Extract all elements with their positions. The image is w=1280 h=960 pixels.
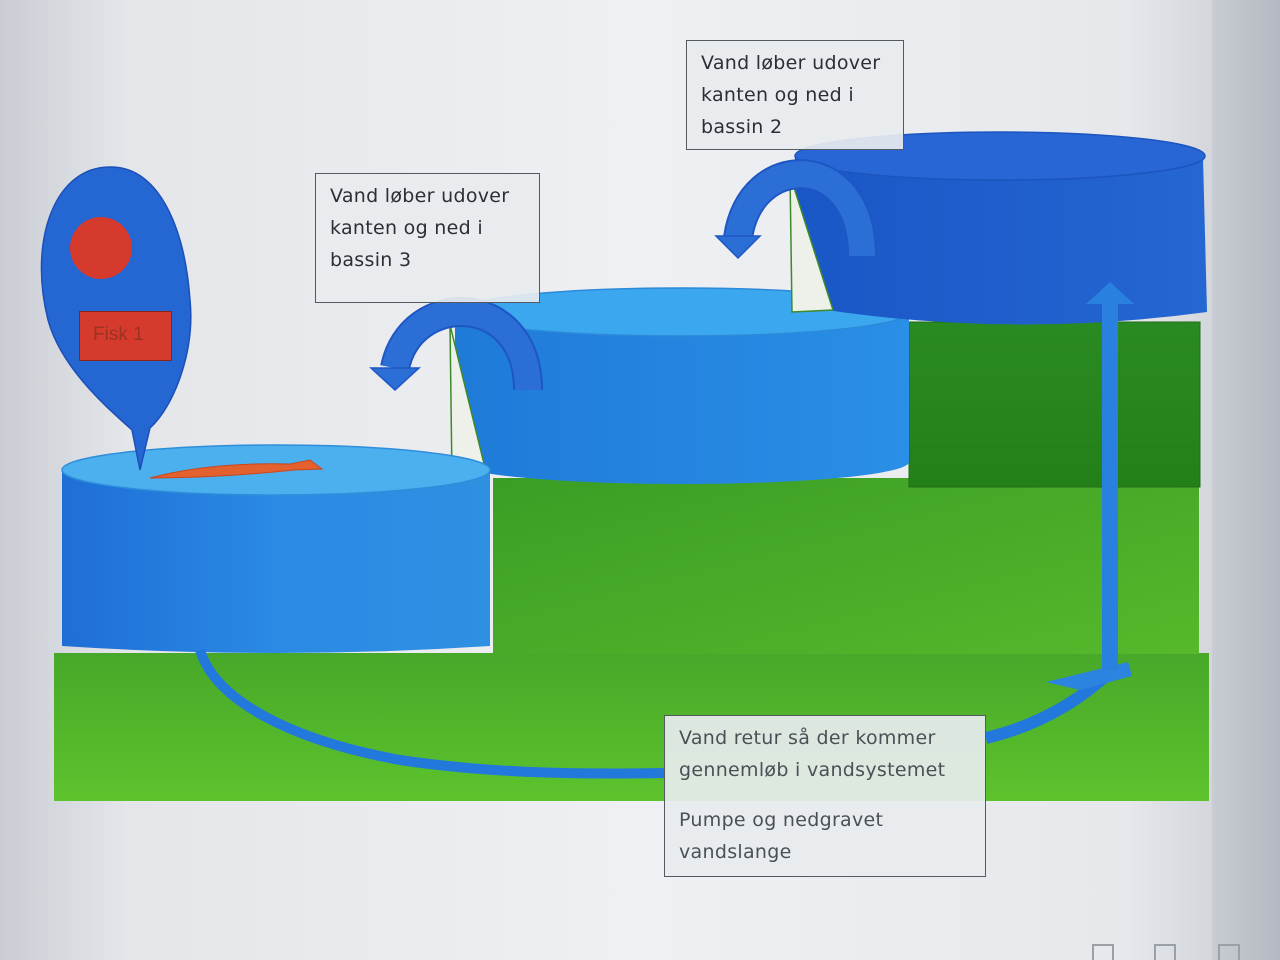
waterfall-1	[789, 174, 835, 313]
fish-icon	[149, 459, 324, 479]
ground-middle-step	[493, 478, 1199, 654]
callout-text-pump: Pumpe og nedgravet vandslange	[679, 809, 884, 863]
callout-text-return: Vand retur så der kommer gennemløb i van…	[679, 727, 946, 781]
callout-return-pump: Vand retur så der kommer gennemløb i van…	[664, 715, 986, 877]
callout-overflow-bassin-3: Vand løber udover kanten og ned i bassin…	[315, 173, 540, 303]
screen-bezel	[1212, 0, 1280, 960]
pool-3-front	[61, 444, 491, 653]
ground-top-step	[908, 321, 1201, 488]
status-bar-icons	[1090, 940, 1250, 960]
red-marker-dot	[70, 217, 132, 279]
callout-text: Vand løber udover kanten og ned i bassin…	[701, 52, 881, 138]
water-flow-arrow-2	[369, 297, 543, 392]
return-pipe-arrow	[195, 282, 1134, 779]
read-mode-icon[interactable]	[1092, 944, 1114, 960]
callout-overflow-bassin-2: Vand løber udover kanten og ned i bassin…	[686, 40, 904, 150]
print-layout-icon[interactable]	[1154, 944, 1176, 960]
web-layout-icon[interactable]	[1218, 944, 1240, 960]
fish-label: Fisk 1	[79, 311, 172, 361]
water-flow-arrow-1	[714, 159, 877, 260]
callout-text: Vand løber udover kanten og ned i bassin…	[330, 185, 510, 271]
